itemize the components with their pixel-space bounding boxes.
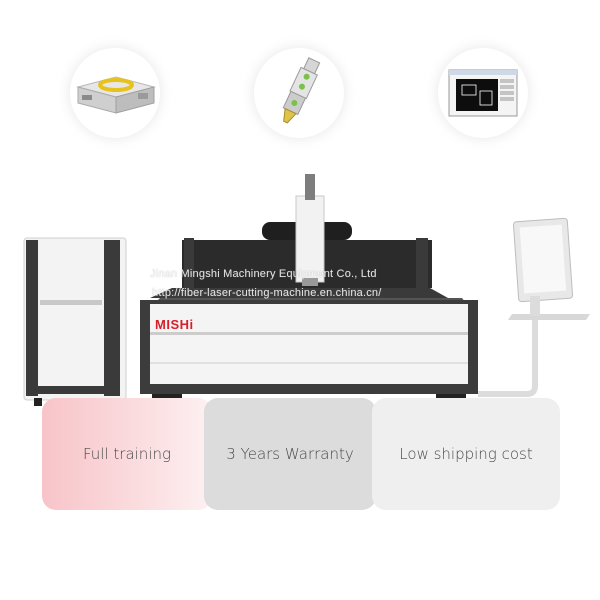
cutting-table (140, 174, 478, 404)
watermark-company: Jinan Mingshi Machinery Equipment Co., L… (150, 268, 377, 280)
control-software-icon (448, 69, 518, 117)
feature-card-shipping: Low shipping cost (372, 398, 560, 510)
feature-label: Full training (82, 445, 171, 463)
control-software-thumbnail (438, 48, 528, 138)
cutting-head-thumbnail (254, 48, 344, 138)
electrical-cabinet (23, 237, 127, 406)
laser-source-thumbnail (70, 48, 160, 138)
watermark-url: http://fiber-laser-cutting-machine.en.ch… (152, 287, 382, 299)
laser-source-icon (76, 76, 156, 114)
feature-label: 3 Years Warranty (226, 445, 354, 463)
control-panel-stand (478, 217, 590, 397)
feature-label: Low shipping cost (399, 445, 533, 463)
cutting-head-icon (282, 57, 321, 124)
feature-card-warranty: 3 Years Warranty (204, 398, 376, 510)
feature-card-full-training: Full training (42, 398, 212, 510)
brand-logo: MISHi (155, 317, 194, 332)
laser-cutting-machine-illustration (23, 174, 590, 406)
